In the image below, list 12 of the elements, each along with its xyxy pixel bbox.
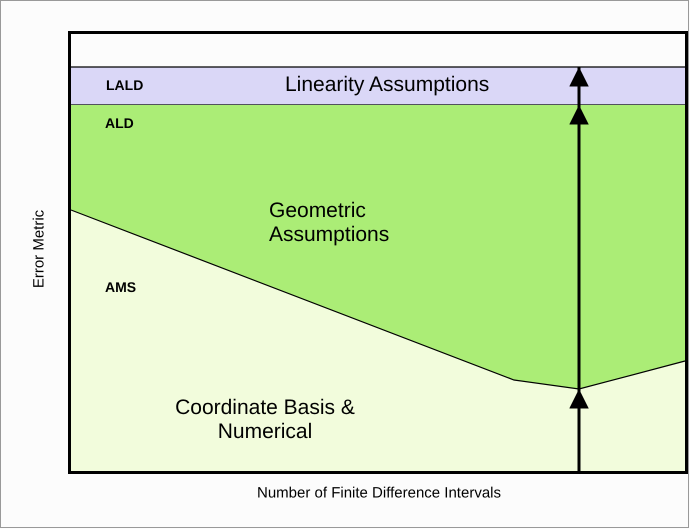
arrow [570,67,589,389]
x-axis-label: Number of Finite Difference Intervals [257,484,501,502]
arrow [569,389,589,471]
region-code: ALD [105,115,134,132]
region-band [71,67,685,105]
region-code: LALD [106,77,144,94]
region-label: Coordinate Basis & Numerical [175,396,355,444]
region-band [71,105,685,389]
y-axis-label: Error Metric [30,210,48,288]
region-code: AMS [105,279,136,296]
region-label: Linearity Assumptions [285,73,490,98]
region-label: Geometric Assumptions [269,199,390,248]
